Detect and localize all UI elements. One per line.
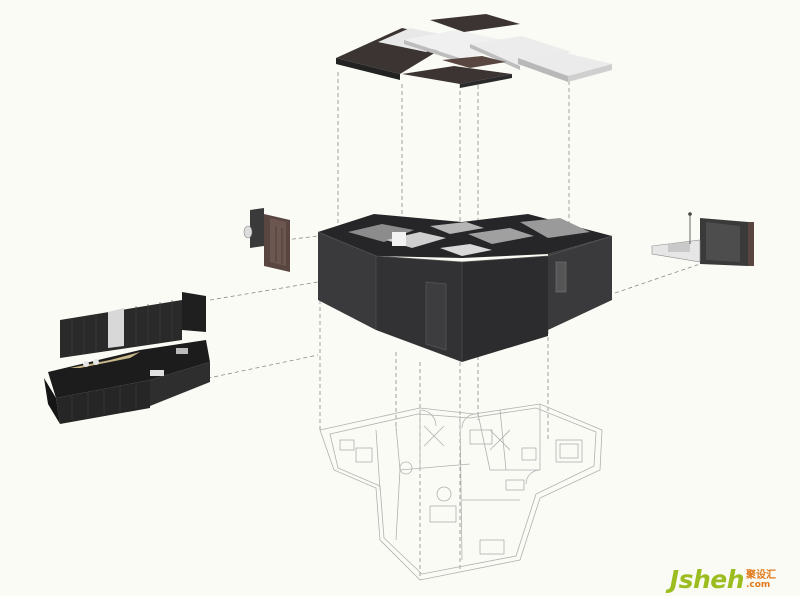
central-volume: [317, 214, 613, 362]
watermark-domain-text: .com: [746, 580, 771, 590]
ceiling-layer: [336, 14, 612, 88]
floor-plan: [319, 403, 603, 581]
watermark-main-text: Jsheh: [669, 565, 745, 594]
watermark-chinese-text: 聚设汇: [746, 570, 776, 581]
watermark-side: 聚设汇 .com: [746, 571, 776, 590]
projection-lines: [179, 72, 701, 580]
watermark-logo: Jsheh 聚设汇 .com: [670, 567, 776, 592]
left-wall-panel: [243, 208, 290, 272]
left-kitchen-block: [44, 292, 210, 424]
right-bathroom-block: [651, 212, 754, 266]
